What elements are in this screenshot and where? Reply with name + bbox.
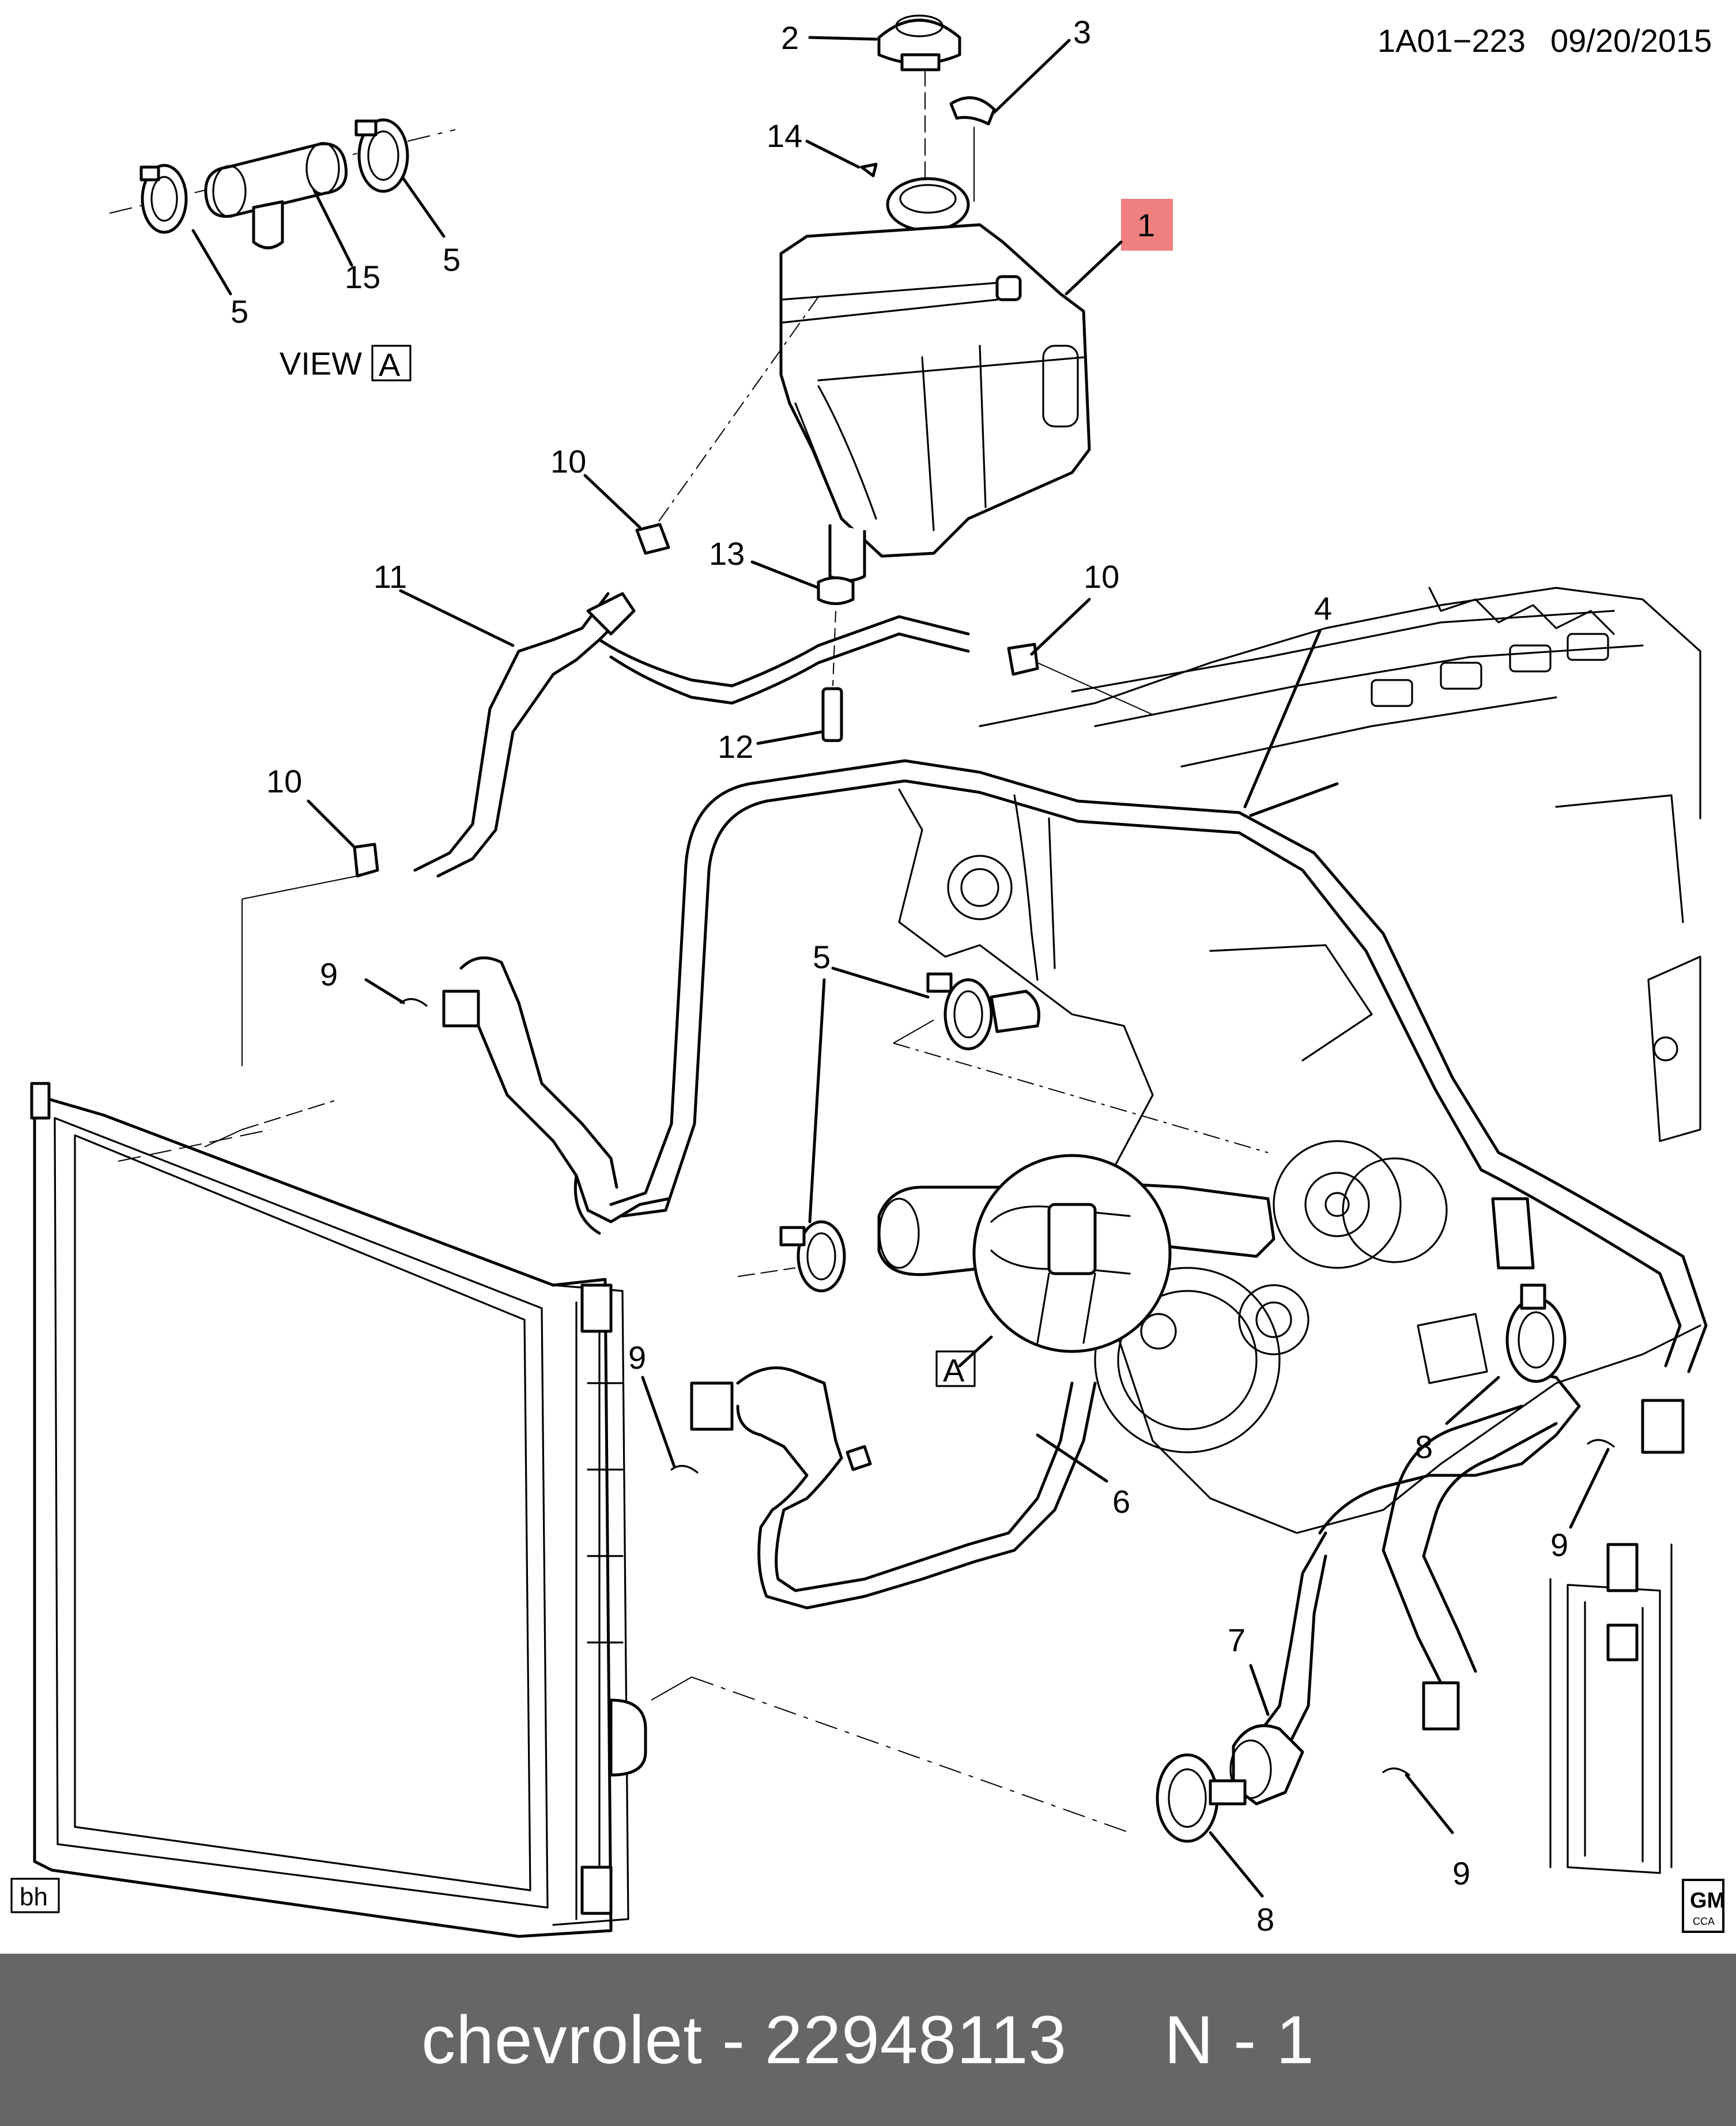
side-cooler-outline [1549, 1543, 1673, 1874]
clamp-part-5-left [139, 164, 188, 234]
callout-4: 4 [1314, 590, 1332, 626]
callout-14: 14 [767, 118, 802, 154]
reservoir-cap-part-2 [877, 14, 961, 71]
footer-part-number: chevrolet - 22948113 N - 1 [421, 2002, 1315, 2078]
callout-10-upper: 10 [550, 443, 586, 479]
callout-8-lower: 8 [1256, 1901, 1274, 1938]
quick-connector-lower-left [690, 1381, 734, 1431]
hose-end-part-7 [1232, 1724, 1304, 1806]
corner-badge-box [10, 1878, 60, 1913]
vent-hose-part-11 [413, 592, 633, 878]
view-a-inset: 5 15 5 VIEW A [109, 118, 461, 383]
callout-10-right: 10 [1084, 558, 1119, 595]
callout-10-left: 10 [266, 763, 302, 799]
clamp-part-10-upper [635, 523, 670, 555]
tee-fitting-part-15 [204, 142, 348, 250]
callout-12: 12 [718, 728, 753, 765]
grommet-part-13 [817, 576, 855, 605]
highlight-box-part-1 [1121, 199, 1173, 251]
clamp-part-8-upper [1505, 1283, 1567, 1383]
callout-6: 6 [1112, 1483, 1130, 1520]
quick-connector-right [1641, 1399, 1685, 1454]
gm-logo-text: GM [1690, 1889, 1725, 1913]
diagram-ref-code: 1A01−223 [1378, 22, 1526, 59]
clamp-part-8-lower [1156, 1753, 1247, 1843]
callout-9-upper-left: 9 [320, 956, 338, 992]
corner-badge: bh [20, 1883, 48, 1911]
callout-15: 15 [345, 259, 380, 295]
callout-5-view-left: 5 [231, 293, 248, 330]
clamp-part-5-right [354, 118, 409, 193]
clamp-part-10-left [353, 843, 379, 878]
callout-1: 1 [1137, 207, 1155, 243]
gm-logo: GM CCA [1682, 1879, 1725, 1933]
coolant-reservoir-part-1 [779, 177, 1091, 582]
callout-9-middle-left: 9 [628, 1339, 646, 1376]
clamp-part-10-right [1007, 643, 1039, 676]
radiator [30, 1082, 647, 1938]
callout-2: 2 [781, 20, 799, 56]
quick-connector-lower-right [1422, 1681, 1460, 1731]
clamp-part-5-engine [926, 972, 993, 1051]
callout-7: 7 [1228, 1622, 1246, 1658]
pin-part-12 [821, 687, 843, 742]
engine-block [898, 587, 1701, 1534]
gm-logo-subtext: CCA [1693, 1916, 1715, 1927]
callout-5-middle: 5 [813, 939, 831, 975]
callout-8-upper: 8 [1415, 1429, 1433, 1465]
detail-letter-box [935, 1350, 976, 1387]
callout-9-right: 9 [1550, 1527, 1568, 1563]
nut-part-14 [860, 163, 878, 178]
callout-3: 3 [1073, 14, 1091, 50]
callout-5-view-right: 5 [443, 241, 461, 278]
clamp-part-5-lower [779, 1220, 846, 1293]
diagram-date: 09/20/2015 [1550, 22, 1712, 59]
callout-13: 13 [709, 535, 745, 572]
detail-letter: A [943, 1352, 965, 1388]
seal-part-3 [949, 96, 996, 126]
view-a-letter-box [371, 345, 412, 382]
footer-bar: chevrolet - 22948113 N - 1 [0, 1954, 1736, 2126]
view-a-letter: A [379, 346, 401, 383]
callout-9-lower: 9 [1452, 1855, 1470, 1891]
view-a-label: VIEW [280, 345, 362, 382]
quick-connector-upper [442, 990, 480, 1028]
callout-11: 11 [373, 558, 407, 595]
heater-hose-part-4 [684, 759, 1708, 1373]
parts-diagram: 1A01−223 09/20/2015 5 15 5 VIEW A [10, 14, 1725, 1938]
